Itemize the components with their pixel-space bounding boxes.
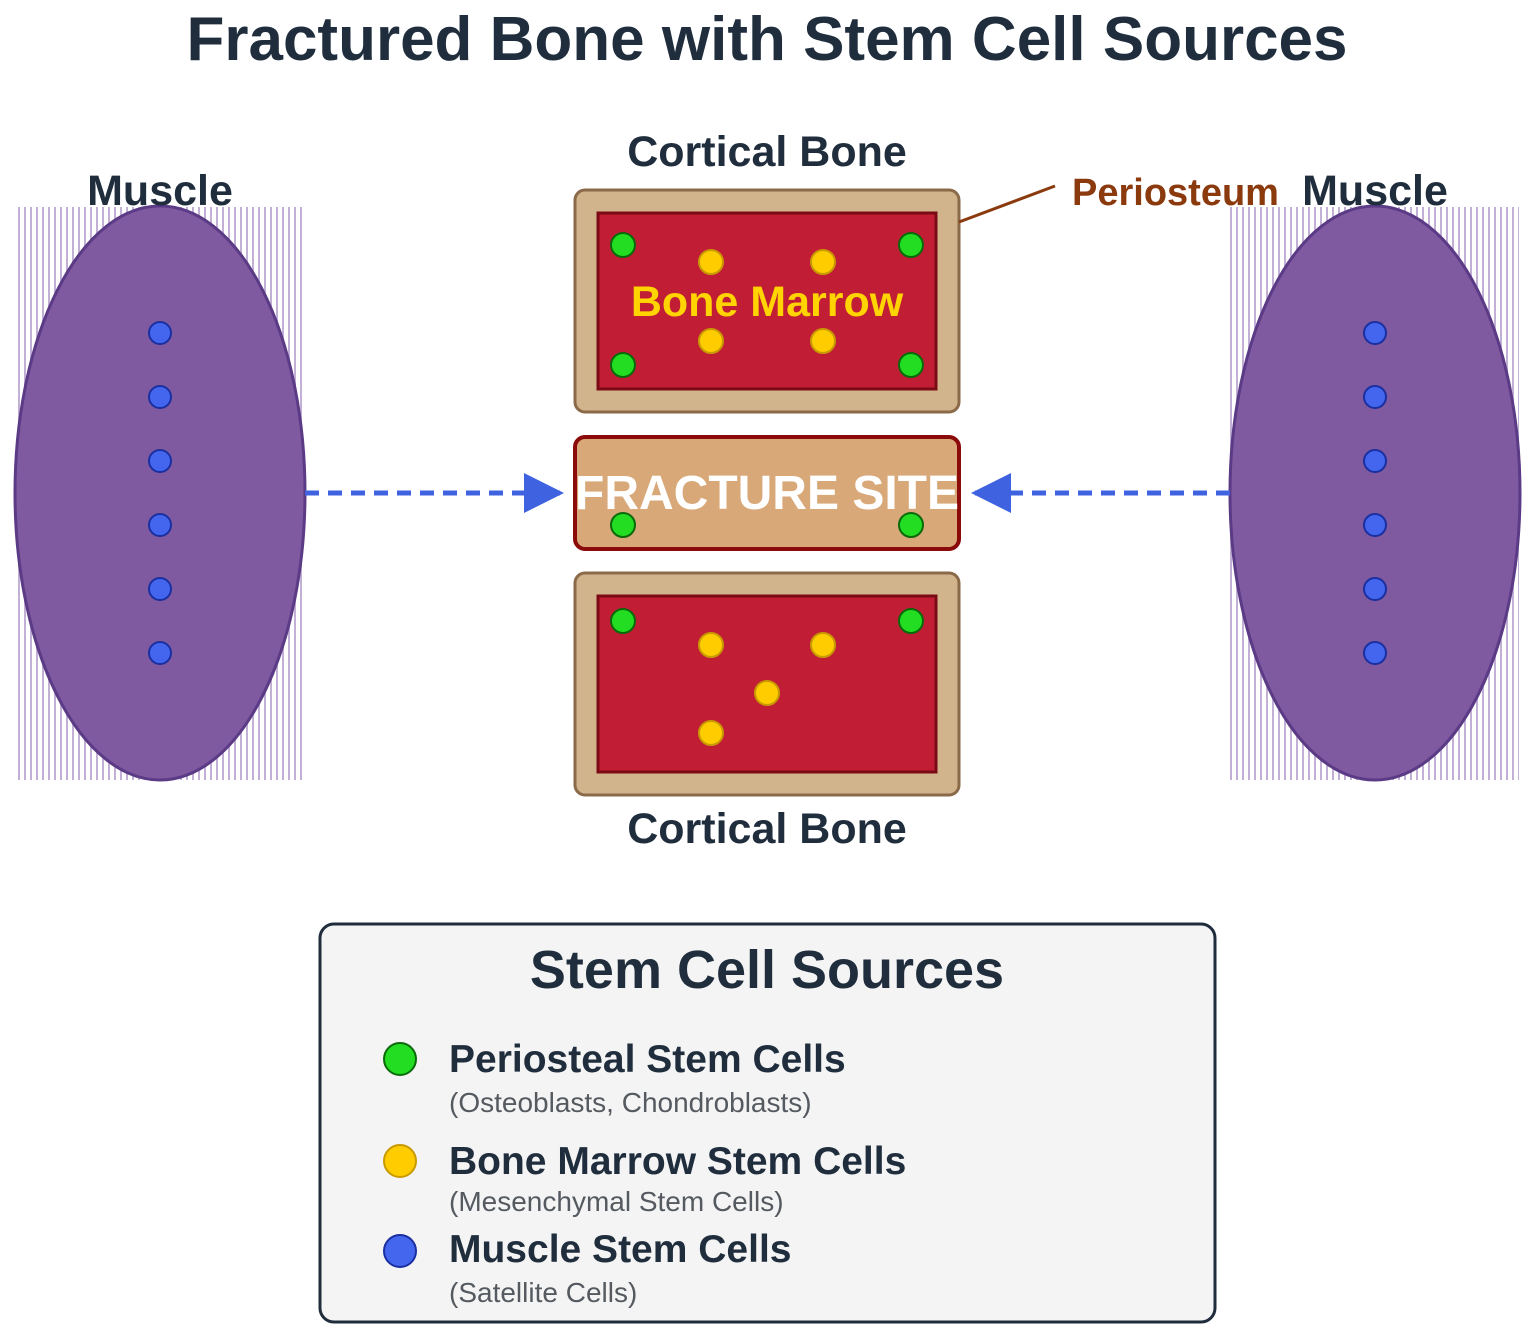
cortical-bone-bottom-label: Cortical Bone [627, 805, 907, 853]
legend-sub-marrow: (Mesenchymal Stem Cells) [449, 1186, 784, 1217]
marrow-stem-cell [754, 680, 780, 706]
legend: Stem Cell Sources Periosteal Stem Cells … [318, 922, 1217, 1324]
legend-label-marrow: Bone Marrow Stem Cells [449, 1140, 906, 1183]
muscle-stem-cell [1363, 449, 1387, 473]
legend-swatch-muscle [383, 1234, 417, 1268]
muscle-stem-cell [148, 641, 172, 665]
muscle-body-right [1228, 204, 1522, 782]
fracture-site: FRACTURE SITE [573, 435, 961, 551]
periosteal-stem-cell [898, 352, 924, 378]
fracture-gap [573, 435, 961, 551]
periosteum-label: Periosteum [1072, 172, 1279, 214]
muscle-stem-cell [1363, 577, 1387, 601]
legend-label-periosteal: Periosteal Stem Cells [449, 1038, 846, 1081]
bone-marrow-top [596, 211, 938, 391]
muscle-stem-cell [148, 513, 172, 537]
muscle-stem-cell [148, 321, 172, 345]
legend-swatch-marrow [383, 1144, 417, 1178]
periosteal-stem-cell [898, 512, 924, 538]
periosteal-stem-cell [610, 608, 636, 634]
legend-swatch-periosteal [383, 1042, 417, 1076]
marrow-stem-cell [698, 249, 724, 275]
muscle-left: Muscle [13, 167, 307, 782]
muscle-stem-cell [1363, 513, 1387, 537]
bone-segment-bottom [573, 571, 961, 797]
marrow-stem-cell [698, 328, 724, 354]
muscle-cells-left [148, 321, 172, 665]
marrow-stem-cell [810, 632, 836, 658]
muscle-stem-cell [148, 577, 172, 601]
muscle-stem-cell [1363, 385, 1387, 409]
muscle-stem-cell [148, 385, 172, 409]
muscle-left-label: Muscle [87, 167, 233, 215]
periosteal-stem-cell [610, 352, 636, 378]
marrow-stem-cell [698, 720, 724, 746]
muscle-stem-cell [1363, 641, 1387, 665]
legend-sub-periosteal: (Osteoblasts, Chondroblasts) [449, 1087, 812, 1118]
fracture-site-label: FRACTURE SITE [575, 467, 959, 520]
cortical-bone-top-label: Cortical Bone [627, 128, 907, 176]
legend-sub-muscle: (Satellite Cells) [449, 1277, 637, 1308]
legend-box [318, 922, 1217, 1324]
bone-marrow-label: Bone Marrow [631, 278, 904, 326]
muscle-stem-cell [148, 449, 172, 473]
muscle-right [1228, 204, 1522, 782]
marrow-stem-cell [810, 249, 836, 275]
bone-segment-top: Bone Marrow [573, 188, 961, 414]
muscle-body-left [13, 204, 307, 782]
muscle-stem-cell [1363, 321, 1387, 345]
muscle-right-label: Muscle [1302, 167, 1448, 215]
legend-label-muscle: Muscle Stem Cells [449, 1228, 791, 1271]
marrow-stem-cell [810, 328, 836, 354]
page-title: Fractured Bone with Stem Cell Sources [186, 5, 1347, 74]
periosteal-stem-cell [898, 232, 924, 258]
periosteum-pointer [958, 184, 1056, 224]
periosteal-stem-cell [610, 512, 636, 538]
periosteal-stem-cell [898, 608, 924, 634]
marrow-stem-cell [698, 632, 724, 658]
legend-title: Stem Cell Sources [530, 940, 1004, 1000]
muscle-cells-right [1363, 321, 1387, 665]
periosteal-stem-cell [610, 232, 636, 258]
